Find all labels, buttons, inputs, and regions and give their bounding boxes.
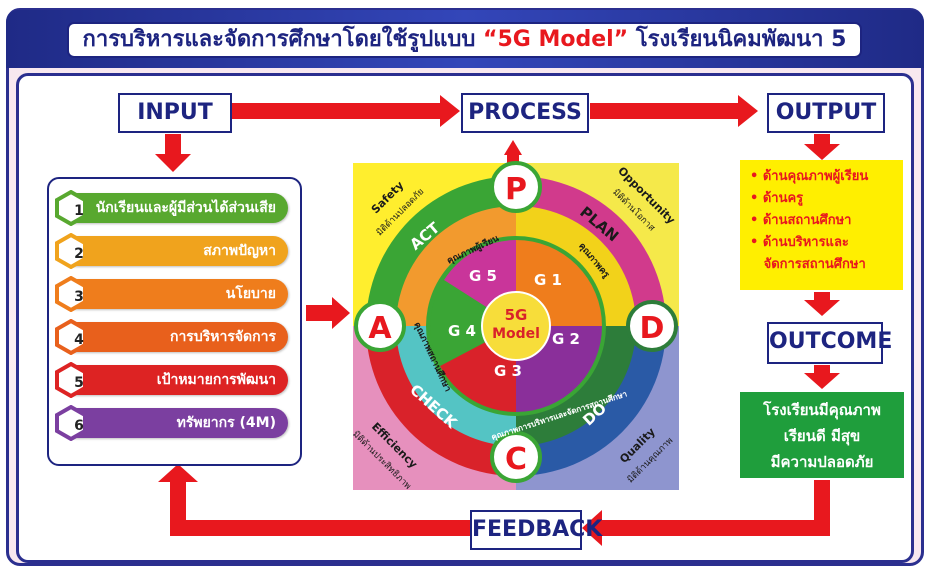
arrow-feedback bbox=[158, 464, 830, 546]
input-box: INPUT bbox=[118, 93, 232, 133]
input-label: สภาพปัญหา bbox=[203, 243, 276, 259]
circle-c bbox=[490, 431, 542, 483]
process-box: PROCESS bbox=[461, 93, 589, 133]
input-label: การบริหารจัดการ bbox=[169, 329, 276, 345]
input-list-panel: 1 นักเรียนและผู้มีส่วนได้ส่วนเสีย 2 สภาพปั… bbox=[47, 177, 302, 466]
input-num: 6 bbox=[74, 418, 84, 434]
input-item-5: 5 เป้าหมายการพัฒนา bbox=[55, 362, 288, 398]
output-list: • ด้านคุณภาพผู้เรียน • ด้านครู • ด้านสถา… bbox=[740, 160, 903, 290]
output-item: จัดการสถานศึกษา bbox=[763, 257, 866, 272]
input-label: นโยบาย bbox=[225, 286, 276, 302]
cycle-letter-d: D bbox=[640, 311, 665, 346]
center-5g: 5G bbox=[505, 306, 528, 324]
arrow-process-output bbox=[590, 95, 758, 127]
input-num: 1 bbox=[74, 203, 84, 219]
hexagon-icon bbox=[55, 405, 87, 441]
g2: G 2 bbox=[552, 330, 580, 348]
input-item-3: 3 นโยบาย bbox=[55, 276, 288, 312]
output-item: • ด้านคุณภาพผู้เรียน bbox=[750, 169, 869, 184]
hexagon-icon bbox=[55, 362, 87, 398]
outcome-line: โรงเรียนมีคุณภาพ bbox=[763, 401, 881, 419]
outcome-line: มีความปลอดภัย bbox=[770, 453, 874, 471]
arrow-outcome-down bbox=[804, 365, 840, 389]
g3: G 3 bbox=[494, 362, 522, 380]
hexagon-icon bbox=[55, 190, 87, 226]
input-num: 3 bbox=[74, 289, 84, 305]
hexagon-icon bbox=[55, 319, 87, 355]
input-num: 2 bbox=[74, 246, 84, 262]
outcome-result: โรงเรียนมีคุณภาพ เรียนดี มีสุข มีความปลอ… bbox=[740, 392, 904, 478]
feedback-box: FEEDBACK bbox=[470, 510, 602, 550]
input-item-2: 2 สภาพปัญหา bbox=[55, 233, 288, 269]
arrow-left-to-cycle bbox=[306, 297, 350, 329]
input-item-1: 1 นักเรียนและผู้มีส่วนได้ส่วนเสีย bbox=[55, 190, 288, 226]
outcome-box: OUTCOME bbox=[767, 322, 892, 364]
center-model: Model bbox=[492, 326, 540, 342]
input-item-4: 4 การบริหารจัดการ bbox=[55, 319, 288, 355]
output-box: OUTPUT bbox=[767, 93, 885, 133]
g5: G 5 bbox=[469, 267, 497, 285]
cycle-letter-a: A bbox=[368, 311, 392, 346]
arrow-up-process bbox=[504, 140, 522, 163]
page-title: การบริหารและจัดการศึกษาโดยใช้รูปแบบ “5G … bbox=[67, 22, 862, 58]
output-item: • ด้านครู bbox=[750, 191, 804, 206]
arrow-input-down bbox=[155, 134, 191, 172]
circle-p bbox=[490, 161, 542, 213]
cycle-letter-c: C bbox=[505, 442, 527, 477]
cycle-letter-p: P bbox=[505, 172, 527, 207]
arrow-input-process bbox=[232, 95, 460, 127]
hexagon-icon bbox=[55, 233, 87, 269]
input-label: นักเรียนและผู้มีส่วนได้ส่วนเสีย bbox=[95, 200, 276, 216]
circle-d bbox=[626, 300, 678, 352]
arrow-yellow-down bbox=[804, 292, 840, 316]
output-item: • ด้านบริหารและ bbox=[750, 235, 849, 250]
circle-a bbox=[354, 300, 406, 352]
input-num: 5 bbox=[74, 375, 84, 391]
g1: G 1 bbox=[534, 271, 562, 289]
g4: G 4 bbox=[448, 322, 476, 340]
input-num: 4 bbox=[74, 332, 84, 348]
input-label: ทรัพยากร (4M) bbox=[176, 415, 276, 431]
input-item-6: 6 ทรัพยากร (4M) bbox=[55, 405, 288, 441]
cycle-square bbox=[353, 163, 679, 490]
output-item: • ด้านสถานศึกษา bbox=[750, 213, 852, 228]
hexagon-icon bbox=[55, 276, 87, 312]
outcome-line: เรียนดี มีสุข bbox=[783, 427, 861, 445]
input-label: เป้าหมายการพัฒนา bbox=[156, 372, 276, 388]
arrow-output-down bbox=[804, 134, 840, 160]
